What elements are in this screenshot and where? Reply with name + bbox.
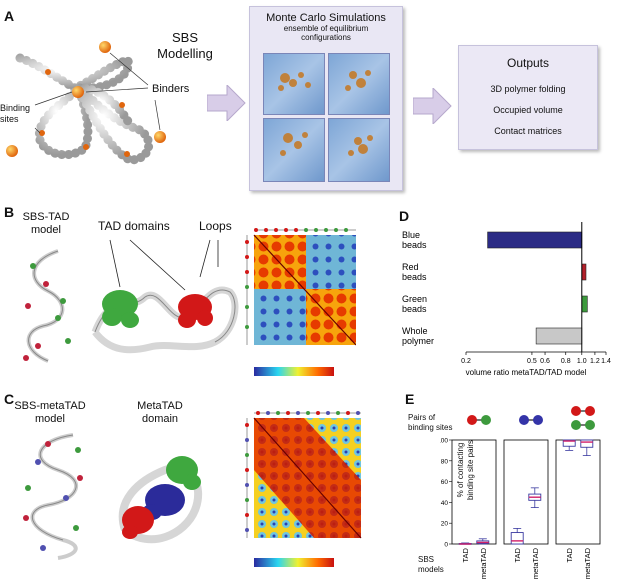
category-label: beads xyxy=(402,304,427,314)
annotation-lines xyxy=(34,52,161,134)
sbs-metatad-model-label: SBS-metaTAD model xyxy=(14,400,86,425)
x-tick-label: 0.6 xyxy=(540,358,550,365)
binding-sites-label: Binding sites xyxy=(0,103,31,124)
x-tick-label: metaTAD xyxy=(531,547,540,579)
bar-whole-polymer xyxy=(535,327,583,345)
outputs-box: Outputs 3D polymer folding Occupied volu… xyxy=(458,45,598,150)
x-tick-label: metaTAD xyxy=(583,547,592,579)
x-tick-label: 1.0 xyxy=(577,358,587,365)
category-label: beads xyxy=(402,272,427,282)
arrow-a-2 xyxy=(413,88,452,124)
y-tick-label: 0 xyxy=(444,542,448,549)
box-metaTAD xyxy=(580,439,594,448)
sbs-modelling-title: SBS Modelling xyxy=(157,30,213,61)
matrix-left-beads xyxy=(245,235,249,345)
x-tick-label: 0.5 xyxy=(527,358,537,365)
pair-icon-red-green xyxy=(467,415,491,425)
bar-red-beads xyxy=(581,263,587,281)
box-frame-1 xyxy=(503,439,549,545)
x-tick-label: metaTAD xyxy=(479,547,488,579)
loops-label: Loops xyxy=(199,219,232,233)
metatad-3d-structure xyxy=(118,456,203,544)
tad-3d-structure xyxy=(91,239,239,354)
x-tick-label: TAD xyxy=(565,547,574,562)
bar-green-beads xyxy=(581,295,588,313)
binders-label: Binders xyxy=(152,83,190,95)
sim-polymer-clusters xyxy=(278,70,373,156)
y-tick-label: 100 xyxy=(440,438,448,445)
tad-contact-matrix xyxy=(245,228,356,376)
category-label: beads xyxy=(402,240,427,250)
mc-subtitle: ensemble of equilibrium configurations xyxy=(283,24,369,42)
monte-carlo-box: Monte Carlo Simulations ensemble of equi… xyxy=(249,6,403,191)
arrow-a-1 xyxy=(207,85,246,121)
y-tick-label: 20 xyxy=(441,521,449,528)
category-label: Green xyxy=(402,294,427,304)
y-tick-label: 80 xyxy=(441,458,449,465)
box-TAD xyxy=(510,532,524,545)
volume-ratio-chart: BluebeadsRedbeadsGreenbeadsWholepolymer0… xyxy=(402,222,611,377)
contacting-pairs-boxplots: 0 20 40 60 80 100TAD metaTAD TAD metaTAD TAD metaT… xyxy=(440,438,601,579)
panel-a-letter: A xyxy=(4,8,15,24)
x-tick-label: TAD xyxy=(513,547,522,562)
box-frame-2 xyxy=(555,439,601,545)
x-tick-label: 1.4 xyxy=(601,358,611,365)
category-label: polymer xyxy=(402,336,434,346)
metatad-matrix-left-beads xyxy=(245,418,249,538)
x-tick-label: 1.2 xyxy=(590,358,600,365)
category-label: Whole xyxy=(402,326,428,336)
x-axis-label: volume ratio metaTAD/TAD model xyxy=(466,368,587,377)
pair-icon-blue-blue xyxy=(519,415,543,425)
bar-blue-beads xyxy=(487,231,583,249)
metatad-matrix-top-beads xyxy=(254,411,361,415)
panel-b-letter: B xyxy=(4,204,15,220)
metatad-domain-label: MetaTAD domain xyxy=(137,400,183,425)
y-tick-label: 40 xyxy=(441,500,449,507)
sim-thumb-4 xyxy=(328,118,390,182)
category-label: Blue xyxy=(402,230,420,240)
panel-e-letter: E xyxy=(405,391,415,407)
output-item-contact: Contact matrices xyxy=(494,126,562,136)
sbs-tad-model-drawing xyxy=(23,249,71,363)
output-item-folding: 3D polymer folding xyxy=(490,84,566,94)
sbs-models-label: SBS models xyxy=(418,555,444,574)
box-TAD xyxy=(562,439,576,447)
sbs-polymer-illustration xyxy=(6,41,166,165)
sbs-metatad-model-drawing xyxy=(23,433,83,560)
pair-icon-same-color xyxy=(571,406,595,430)
mc-title: Monte Carlo Simulations xyxy=(266,12,386,24)
panel-d-letter: D xyxy=(399,208,410,224)
y-tick-label: 60 xyxy=(441,479,449,486)
binder-spheres xyxy=(6,41,166,157)
tad-domains-label: TAD domains xyxy=(98,219,170,233)
metatad-contact-matrix xyxy=(245,411,362,567)
x-tick-label: 0.2 xyxy=(461,358,471,365)
category-label: Red xyxy=(402,262,419,272)
output-item-volume: Occupied volume xyxy=(493,105,563,115)
panel-c-letter: C xyxy=(4,391,15,407)
sbs-tad-model-label: SBS-TAD model xyxy=(22,211,70,236)
outputs-title: Outputs xyxy=(506,56,550,70)
matrix-top-beads xyxy=(254,228,356,232)
x-tick-label: 0.8 xyxy=(561,358,571,365)
pairs-of-binding-sites-label: Pairs of binding sites xyxy=(408,413,453,432)
sim-thumb-3 xyxy=(263,118,325,182)
x-tick-label: TAD xyxy=(461,547,470,562)
binding-sites xyxy=(39,69,130,157)
box-frame-0 xyxy=(451,439,497,545)
